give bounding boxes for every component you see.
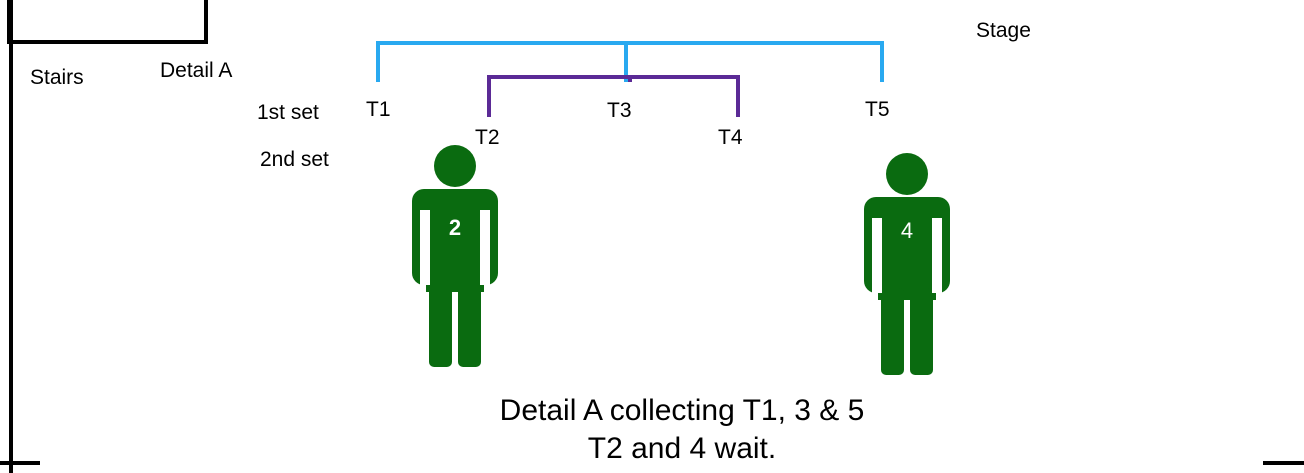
first-set-label: 1st set xyxy=(257,101,319,124)
stage-label: Stage xyxy=(976,19,1031,42)
detail-a-label: Detail A xyxy=(160,59,233,82)
person-number-2: 2 xyxy=(449,215,461,240)
table-label-t4: T4 xyxy=(718,126,743,149)
person-number-4: 4 xyxy=(901,218,913,243)
second-set-label: 2nd set xyxy=(260,148,329,171)
caption-line-2: T2 and 4 wait. xyxy=(587,432,777,465)
person-figure-4 xyxy=(864,153,950,375)
person-figure-2 xyxy=(412,145,498,367)
table-label-t2: T2 xyxy=(475,126,500,149)
stairs-label: Stairs xyxy=(30,66,84,89)
stairs-box xyxy=(7,0,208,44)
caption-line-1: Detail A collecting T1, 3 & 5 xyxy=(499,394,865,427)
second-set-bracket xyxy=(487,75,740,117)
table-label-t3: T3 xyxy=(607,99,632,122)
table-label-t1: T1 xyxy=(366,98,391,121)
table-label-t5: T5 xyxy=(865,98,890,121)
